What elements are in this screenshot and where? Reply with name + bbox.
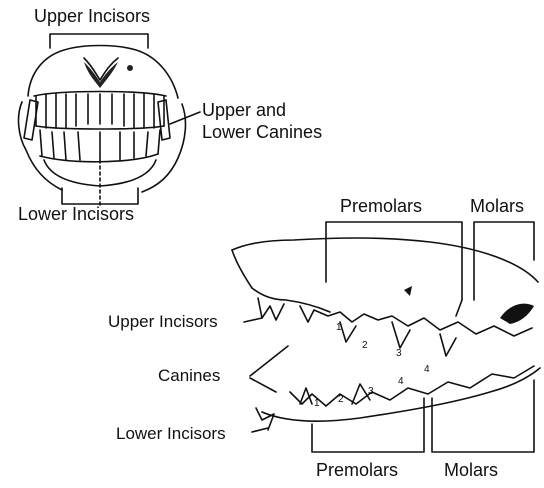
- premolars-top-box: [326, 222, 462, 300]
- upper-tooth-number-4: 4: [424, 360, 430, 380]
- lower-tooth-number-3: 3: [368, 382, 374, 402]
- canines-pointer-lower: [250, 378, 276, 392]
- upper-tooth-number-3: 3: [396, 344, 402, 364]
- side-canines-label: Canines: [158, 366, 220, 386]
- upper-tooth-number-2: 2: [362, 336, 368, 356]
- lower-tooth-number-1: 1: [314, 394, 320, 414]
- lower-incisors-pointer: [252, 428, 268, 432]
- upper-tooth-number-1: 1: [336, 318, 342, 338]
- side-molars-bottom-label: Molars: [444, 460, 498, 480]
- side-premolars-bottom-label: Premolars: [316, 460, 398, 480]
- premolars-bottom-box: [312, 398, 424, 452]
- side-upper-incisors-label: Upper Incisors: [108, 312, 218, 332]
- canines-pointer-upper: [250, 346, 288, 376]
- front-lower-incisors-label: Lower Incisors: [18, 204, 134, 224]
- upper-incisors-pointer: [244, 318, 262, 322]
- front-canines-label-line1: Upper and: [202, 100, 286, 120]
- side-lower-incisors-label: Lower Incisors: [116, 424, 226, 444]
- side-premolars-top-label: Premolars: [340, 196, 422, 216]
- molars-bottom-box: [432, 380, 534, 452]
- side-molars-top-label: Molars: [470, 196, 524, 216]
- front-upper-incisors-label: Upper Incisors: [34, 6, 150, 26]
- lower-tooth-number-2: 2: [338, 390, 344, 410]
- front-canines-label-line2: Lower Canines: [202, 122, 322, 142]
- lower-tooth-number-4: 4: [398, 372, 404, 392]
- molars-top-box: [474, 222, 534, 300]
